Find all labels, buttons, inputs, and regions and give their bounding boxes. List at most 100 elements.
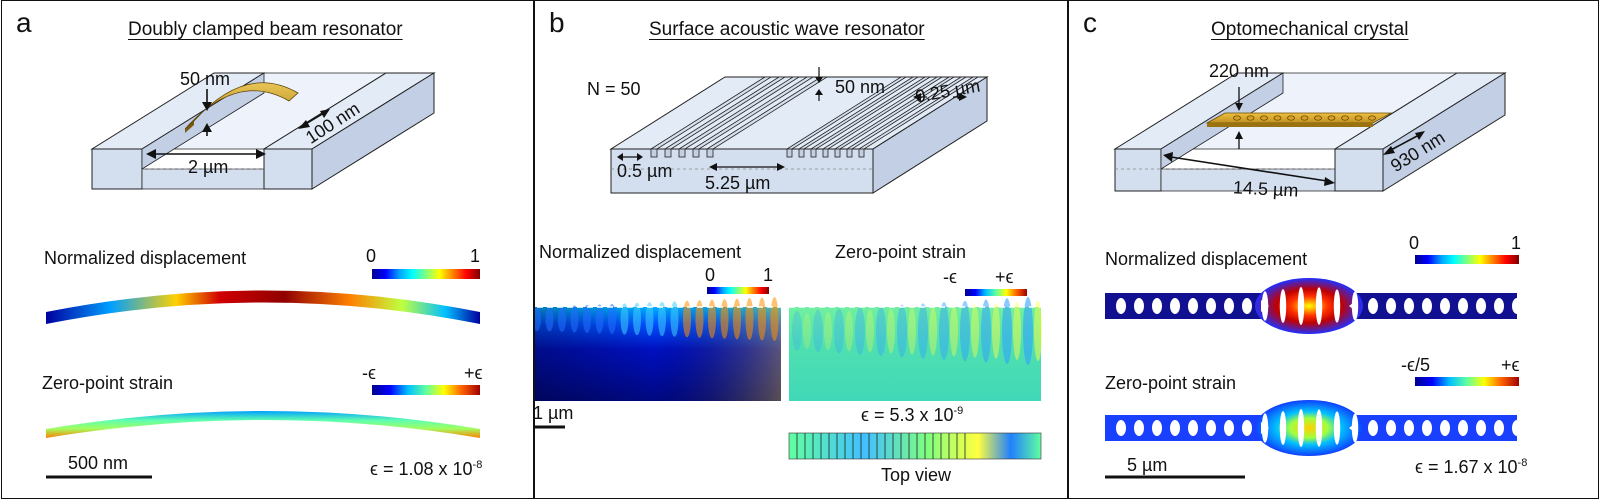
saw-displacement-lobe [558, 305, 566, 333]
omc-strain-hole [1368, 420, 1378, 436]
saw-strain-lobe [908, 307, 916, 355]
saw-ridge-front [706, 148, 714, 158]
b-strain-label: Zero-point strain [835, 242, 967, 262]
omc-displacement-hole [1297, 286, 1305, 326]
panel-b-title: Surface acoustic wave resonator [649, 19, 925, 40]
saw-displacement-lobe [695, 300, 704, 338]
saw-strain-lobe [824, 311, 832, 351]
beam-device-drawing [90, 72, 436, 190]
saw-ridge-front [858, 148, 865, 158]
saw-ridge-front [786, 148, 793, 158]
beam-length-label: 2 µm [188, 157, 229, 177]
omc-strain-hole [1315, 409, 1323, 447]
omc-displacement-hole [1512, 298, 1522, 314]
b-epsilon: ϵ = 5.3 x 10-9 [861, 405, 964, 425]
omc-strain-hole [1116, 420, 1126, 436]
omc-displacement-hole [1224, 298, 1234, 314]
omc-strain-hole [1297, 408, 1305, 448]
saw-strain-lobe [992, 303, 1000, 359]
saw-ridge-front [846, 148, 853, 158]
saw-displacement-lobe [595, 304, 604, 334]
omc-displacement-hole [1476, 298, 1486, 314]
saw-displacement-lobe [545, 306, 554, 332]
saw-strain-lobe [1013, 302, 1021, 360]
b-gap-label: 5.25 µm [705, 173, 771, 193]
saw-displacement-lobe [645, 302, 654, 336]
a-displacement-colorbar [372, 269, 480, 279]
omc-displacement-hole [1152, 298, 1162, 314]
omc-displacement-hole [1116, 298, 1126, 314]
omc-displacement-hole [1458, 298, 1468, 314]
c-epsilon: ϵ = 1.67 x 10-8 [1415, 457, 1528, 477]
saw-strain-lobe [866, 309, 874, 353]
saw-device-drawing [609, 67, 989, 194]
omc-displacement-hole [1368, 298, 1378, 314]
omc-displacement-hole [1386, 298, 1396, 314]
a-scalebar-label: 500 nm [68, 453, 129, 473]
b-displacement-colorbar [707, 287, 769, 294]
saw-strain-lobe [813, 309, 823, 353]
saw-displacement-lobe [583, 304, 591, 334]
c-strain-label: Zero-point strain [1105, 373, 1237, 393]
saw-displacement-lobe [620, 303, 629, 335]
omc-hole [1368, 115, 1376, 121]
saw-displacement-lobe [608, 303, 616, 335]
omc-displacement-hole [1134, 298, 1144, 314]
b-strain-max: +ϵ [995, 267, 1014, 287]
omc-strain-hole [1206, 420, 1216, 436]
saw-strain-lobe [887, 308, 895, 354]
panel-a-label: a [16, 7, 32, 38]
panel-a-title: Doubly clamped beam resonator [128, 19, 403, 40]
saw-strain-lobe [960, 300, 970, 362]
omc-displacement-hole [1422, 298, 1432, 314]
omc-strain-hole [1476, 420, 1486, 436]
panel-c-label: c [1083, 7, 1097, 38]
omc-displacement-hole [1404, 298, 1414, 314]
saw-ridge-front [834, 148, 841, 158]
omc-strain-hole-tip [1261, 422, 1269, 434]
omc-strain-hole [1512, 420, 1522, 436]
omc-strain-hole [1404, 420, 1414, 436]
omc-hole [1233, 115, 1241, 121]
saw-displacement-lobe [683, 300, 691, 338]
saw-displacement-lobe [708, 299, 716, 339]
saw-displacement-lobe [720, 299, 729, 339]
b-strain-colorbar [965, 289, 1027, 296]
panel-b-label: b [549, 7, 565, 38]
b-depth-label: 50 nm [835, 77, 886, 97]
saw-strain-lobe [834, 308, 844, 354]
omc-displacement-hole [1188, 298, 1198, 314]
saw-strain-lobe [929, 306, 937, 356]
omc-displacement-hole-tip [1261, 300, 1269, 312]
omc-strain-hole [1170, 420, 1180, 436]
panel-c-title: Optomechanical crystal [1211, 19, 1409, 40]
saw-ridge-front [650, 148, 658, 158]
omc-displacement-hole [1206, 298, 1216, 314]
omc-strain-hole [1188, 420, 1198, 436]
saw-displacement-lobe [535, 307, 541, 331]
a-strain-label: Zero-point strain [42, 373, 174, 393]
omc-hole [1260, 115, 1268, 121]
omc-hole [1273, 115, 1282, 121]
saw-strain-lobe [845, 310, 853, 352]
omc-field-maps [1105, 278, 1522, 479]
omc-strain-hole [1494, 420, 1504, 436]
c-strain-colorbar [1415, 377, 1519, 386]
b-scalebar-label: 1 µm [534, 403, 574, 423]
saw-strain-lobe [939, 302, 949, 360]
omc-strain-hole [1386, 420, 1396, 436]
saw-ridge-front [810, 148, 817, 158]
omc-displacement-hole [1494, 298, 1504, 314]
saw-strain-lobe [981, 299, 991, 363]
omc-hole [1327, 115, 1336, 121]
b-displacement-label: Normalized displacement [539, 242, 742, 262]
omc-strain-hole [1279, 411, 1287, 445]
saw-ridge-front [678, 148, 686, 158]
saw-displacement-lobe [658, 301, 666, 337]
a-displacement-label: Normalized displacement [44, 248, 247, 268]
omc-hole [1341, 115, 1349, 121]
omc-strain-hole-tip [1349, 422, 1357, 434]
saw-strain-lobe [1002, 298, 1012, 364]
omc-strain-hole [1152, 420, 1162, 436]
